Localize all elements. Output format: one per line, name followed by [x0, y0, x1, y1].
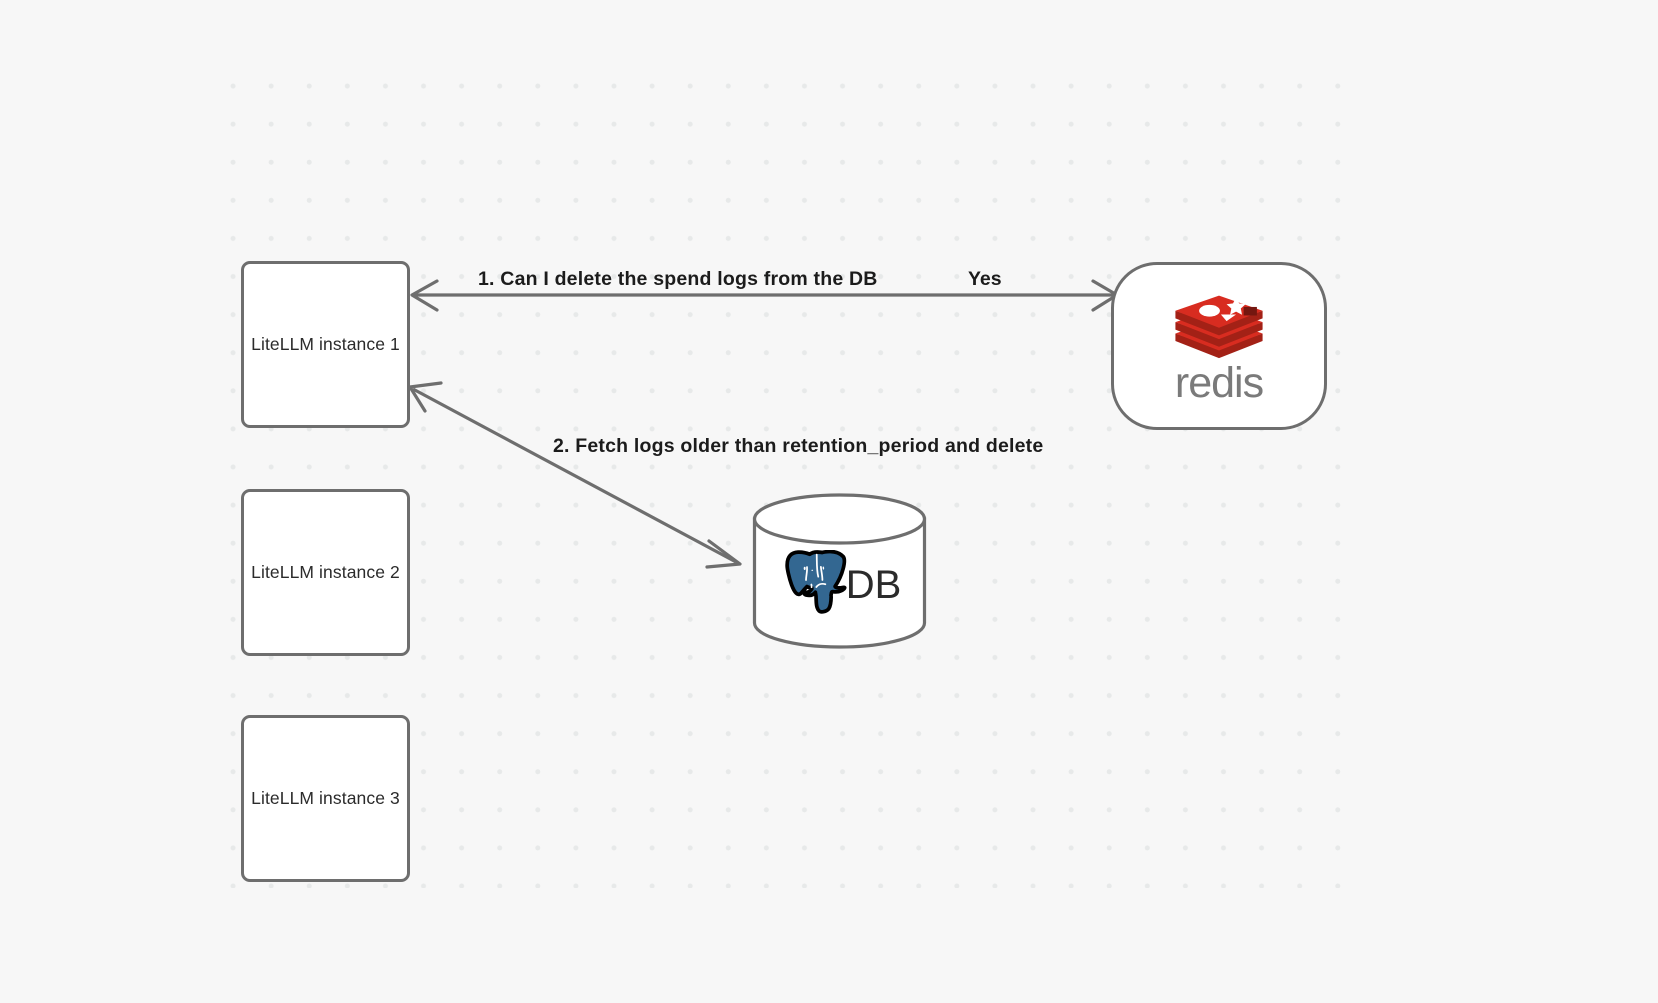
db-logo-row: DB — [752, 535, 927, 635]
node-litellm-instance-1[interactable]: LiteLLM instance 1 — [241, 261, 410, 428]
node-label: LiteLLM instance 1 — [251, 334, 400, 354]
edge-label-reply-yes: Yes — [968, 268, 1002, 290]
node-label: LiteLLM instance 2 — [251, 562, 400, 582]
edge-label-step-1: 1. Can I delete the spend logs from the … — [478, 268, 878, 290]
redis-wordmark: redis — [1174, 358, 1264, 407]
node-label: LiteLLM instance 3 — [251, 788, 400, 808]
node-redis[interactable]: redis — [1111, 262, 1327, 430]
edge-label-step-2: 2. Fetch logs older than retention_perio… — [553, 435, 1044, 457]
postgresql-elephant-icon — [785, 550, 847, 614]
node-litellm-instance-3[interactable]: LiteLLM instance 3 — [241, 715, 410, 882]
node-database[interactable]: DB — [752, 493, 927, 649]
node-litellm-instance-2[interactable]: LiteLLM instance 2 — [241, 489, 410, 656]
redis-logo-icon — [1175, 295, 1263, 358]
db-label: DB — [845, 563, 902, 607]
